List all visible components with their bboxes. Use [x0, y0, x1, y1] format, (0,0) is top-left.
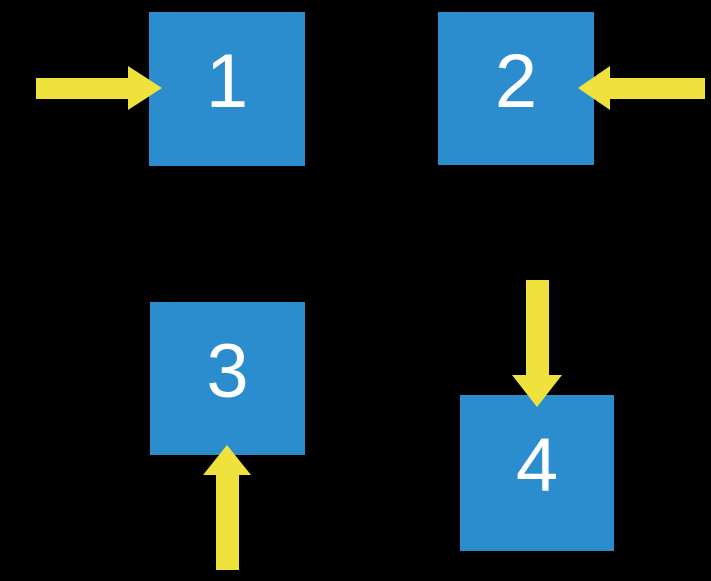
arrow-shaft — [526, 280, 549, 376]
arrow-shaft — [609, 78, 705, 99]
arrow-shaft — [36, 78, 129, 99]
box-2-label: 2 — [494, 38, 538, 124]
box-1-label: 1 — [205, 39, 249, 124]
arrow-shaft — [216, 474, 239, 570]
up-arrow-icon — [203, 445, 252, 570]
box-2: 2 — [438, 12, 594, 165]
box-3-label: 3 — [206, 328, 249, 414]
down-arrow-icon — [512, 280, 562, 407]
arrow-head — [128, 66, 162, 110]
arrow-head — [578, 66, 610, 110]
left-arrow-icon — [578, 66, 705, 110]
arrow-head — [512, 375, 562, 407]
box-3: 3 — [150, 302, 305, 455]
box-1: 1 — [149, 12, 305, 166]
box-4: 4 — [460, 395, 614, 551]
right-arrow-icon — [36, 66, 162, 110]
box-4-label: 4 — [515, 423, 559, 508]
arrow-head — [203, 445, 251, 475]
